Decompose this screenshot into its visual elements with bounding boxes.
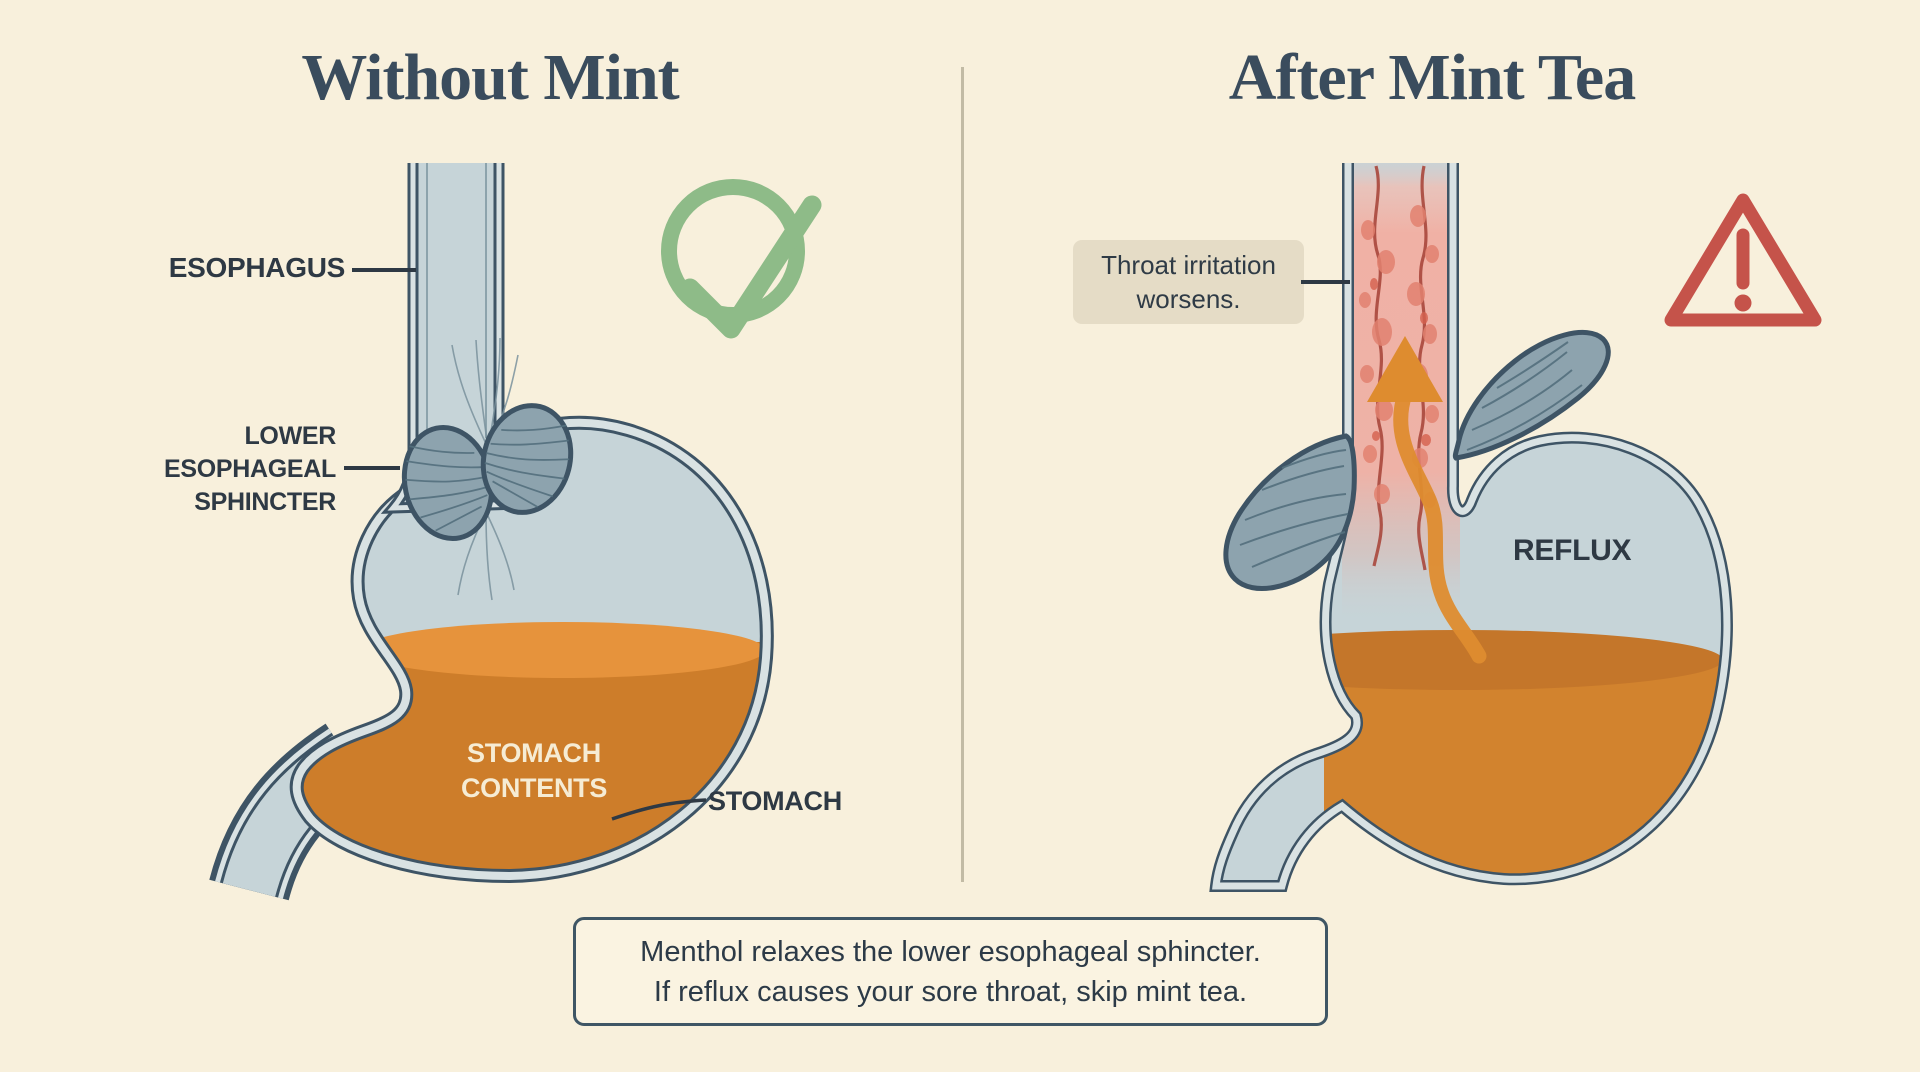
stomach-contents-label: STOMACH CONTENTS: [460, 738, 608, 803]
irritation-spots: [1359, 205, 1439, 508]
warning-triangle-icon: [1664, 193, 1822, 327]
left-panel-title: Without Mint: [301, 41, 679, 114]
les-muscle-left-oval: [401, 424, 495, 542]
sphincter-leader-line: [344, 466, 400, 470]
stomach-contents-fill: [300, 622, 767, 876]
throat-irritation-callout: Throat irritation worsens.: [1073, 240, 1304, 324]
callout-leader-line: [1301, 280, 1350, 284]
stomach-label: STOMACH: [708, 786, 842, 816]
relaxed-sphincter-right: [1452, 329, 1611, 461]
reflux-stomach-diagram: [962, 163, 1920, 1072]
esophagus-leader-line: [352, 268, 416, 272]
stomach-shape-left: [297, 423, 780, 887]
reflux-arrow: [1367, 336, 1487, 664]
relaxed-sphincter-left: [1223, 433, 1357, 591]
right-panel-title: After Mint Tea: [1228, 41, 1636, 114]
lower-esophageal-sphincter-label: LOWER ESOPHAGEAL SPHINCTER: [163, 422, 336, 516]
stomach-leader-line: [611, 798, 707, 821]
caption-line-1: Menthol relaxes the lower esophageal sph…: [640, 935, 1261, 968]
normal-stomach-diagram: [0, 163, 962, 1072]
reflux-label: REFLUX: [1513, 534, 1632, 567]
les-muscle-right-oval: [480, 403, 574, 515]
caption-box: Menthol relaxes the lower esophageal sph…: [573, 917, 1328, 1026]
caption-line-2: If reflux causes your sore throat, skip …: [653, 975, 1248, 1008]
check-circle-icon: [661, 179, 822, 339]
panel-divider: [961, 67, 964, 882]
esophagus-shape-left: [393, 163, 519, 508]
esophagus-label: ESOPHAGUS: [168, 252, 346, 283]
